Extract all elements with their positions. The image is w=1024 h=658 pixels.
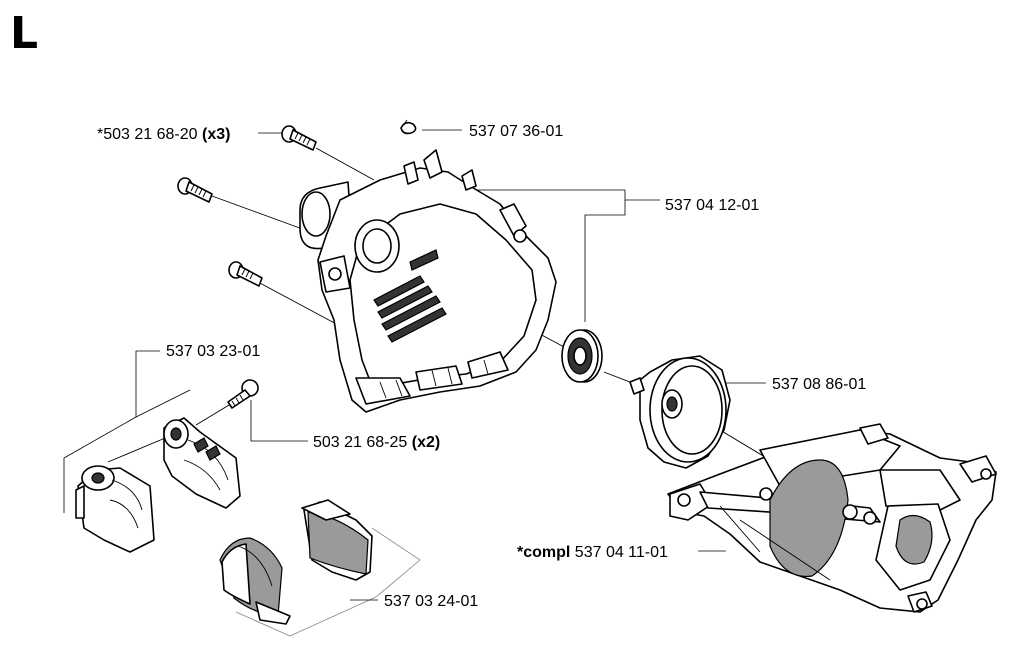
label-frame: *compl 537 04 11-01 — [517, 544, 668, 561]
label-clip: 537 07 36-01 — [469, 123, 563, 140]
label-bushing-halves: 537 03 24-01 — [384, 593, 478, 610]
leader-lines — [63, 129, 766, 637]
screw-top — [281, 125, 317, 151]
label-screw-x2: 503 21 68-25 (x2) — [313, 434, 440, 451]
section-letter: L — [10, 8, 38, 59]
screw-low — [228, 261, 263, 287]
clip-ring — [400, 119, 417, 135]
label-clutch-drum: 537 08 86-01 — [772, 376, 866, 393]
label-screw-x3: *503 21 68-20 (x3) — [97, 126, 230, 143]
engine-housing — [299, 149, 557, 413]
bearing-housing-right — [163, 417, 241, 509]
chassis-frame — [667, 423, 997, 613]
bushing-half-lower — [219, 537, 291, 625]
screw-bearing — [227, 379, 259, 409]
bushing-half-upper — [301, 499, 373, 581]
label-housing: 537 04 12-01 — [665, 197, 759, 214]
label-bearing-housing: 537 03 23-01 — [166, 343, 260, 360]
clutch-drum — [629, 355, 731, 469]
bearing-housing-left — [75, 465, 155, 553]
ball-bearing — [561, 329, 603, 383]
screw-mid — [177, 177, 213, 203]
